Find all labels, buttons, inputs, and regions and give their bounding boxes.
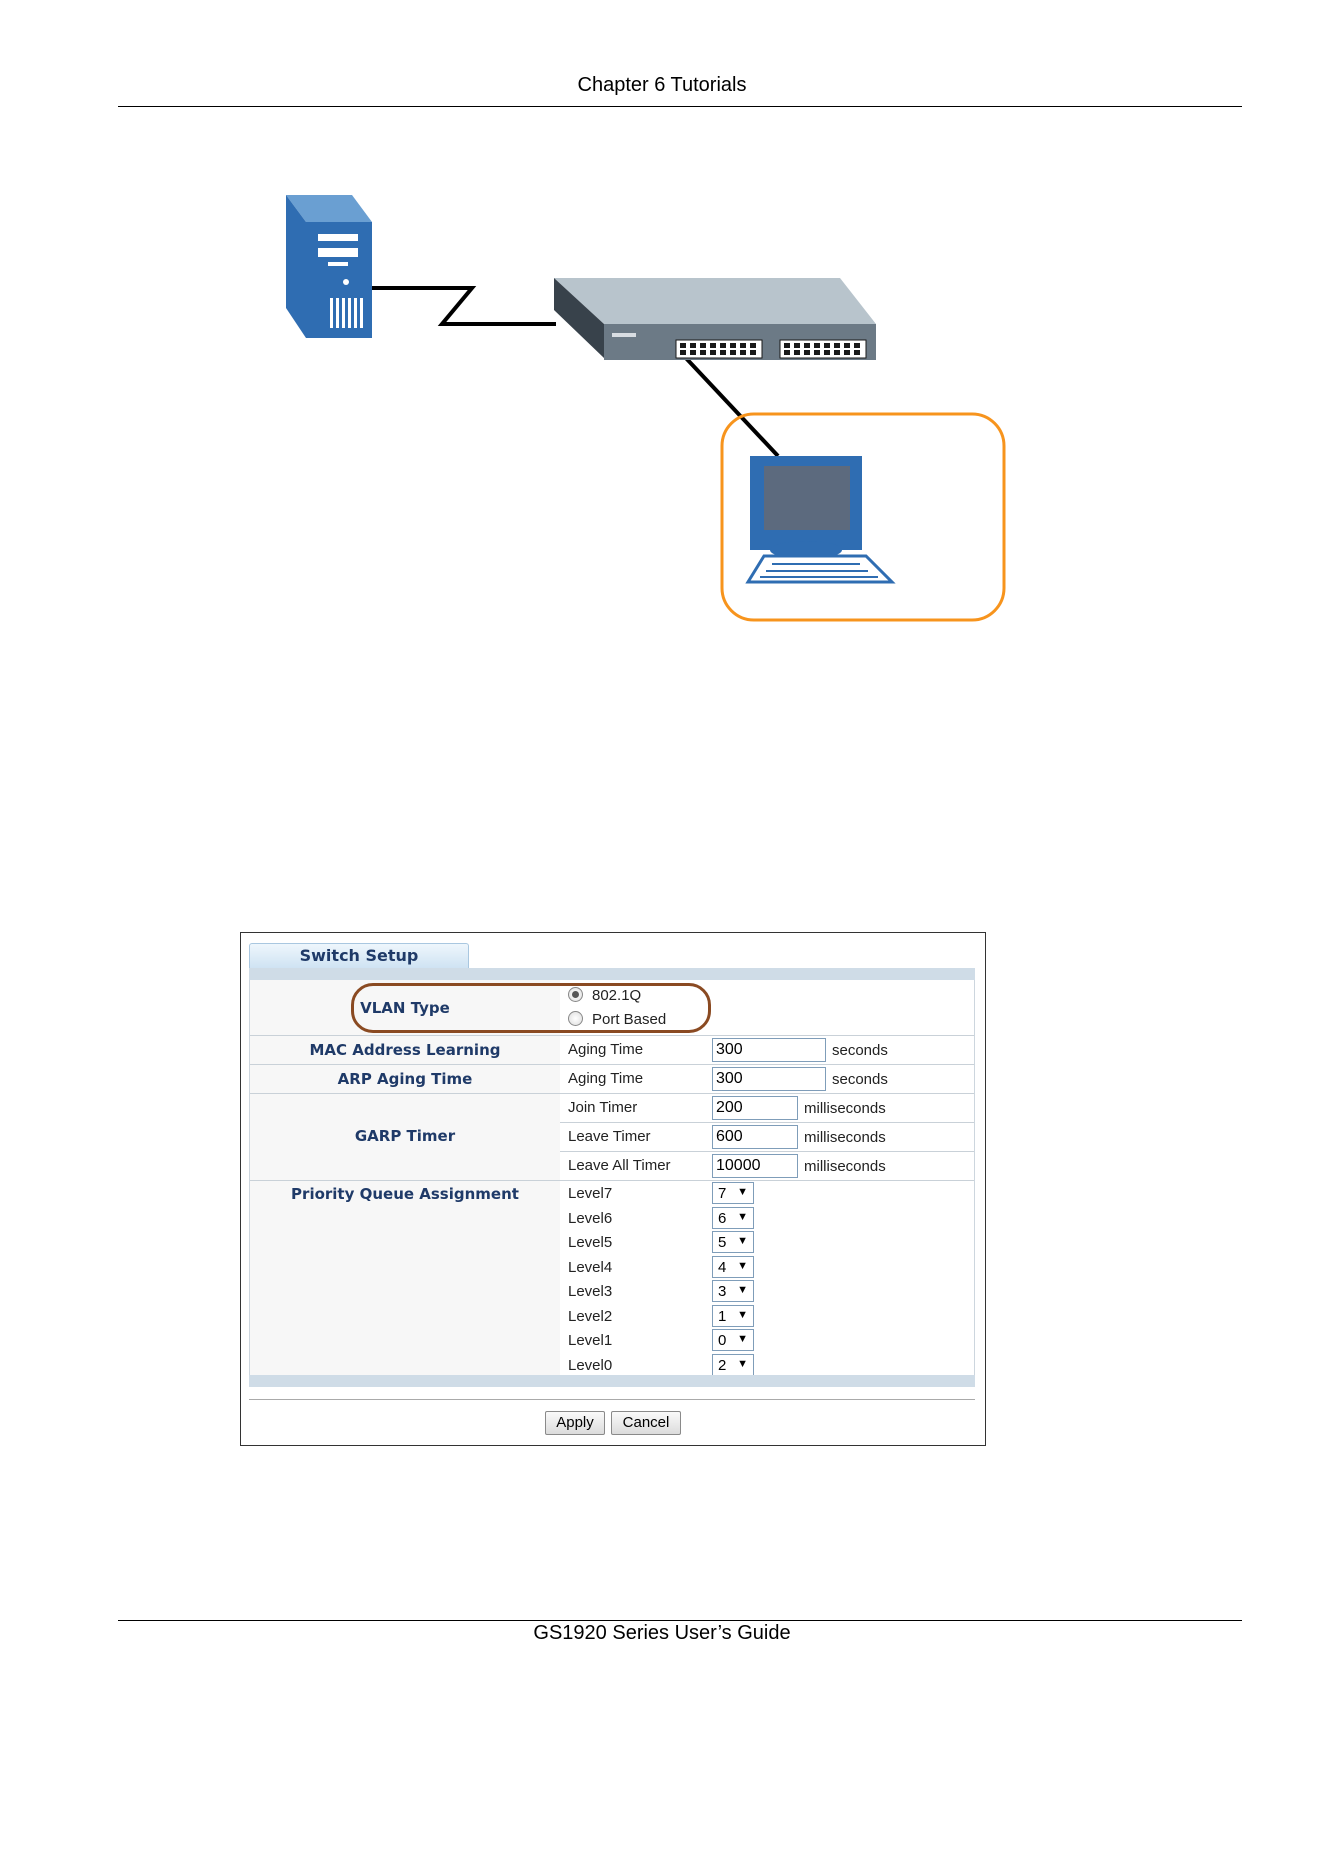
mac-aging-time-input[interactable]: [712, 1038, 826, 1062]
vlan-type-row: VLAN Type 802.1Q Port Based: [250, 980, 974, 1036]
leave-all-timer-label: Leave All Timer: [568, 1157, 671, 1174]
radio-port-based[interactable]: Port Based: [568, 1011, 666, 1028]
footer-band: [249, 1375, 975, 1387]
dropdown-arrow-icon[interactable]: ▼: [737, 1210, 748, 1223]
priority-level-label: Level1: [568, 1332, 613, 1349]
priority-level-select[interactable]: 2▼: [712, 1353, 754, 1376]
switch-icon: [554, 278, 876, 360]
tab-switch-setup[interactable]: Switch Setup: [249, 943, 469, 968]
mac-learning-row: MAC Address Learning Aging Time seconds: [250, 1036, 974, 1065]
priority-level-select[interactable]: 6▼: [712, 1206, 754, 1229]
dropdown-arrow-icon[interactable]: ▼: [737, 1235, 748, 1247]
vlan-type-highlight: [351, 983, 711, 1033]
mac-aging-time-label: Aging Time: [568, 1041, 644, 1058]
leave-all-timer-row: Leave All Timer milliseconds: [560, 1152, 974, 1180]
arp-aging-label: ARP Aging Time: [337, 1070, 473, 1088]
priority-level-value: 2: [718, 1356, 727, 1374]
priority-level-label: Level2: [568, 1307, 613, 1325]
arp-aging-time-label: Aging Time: [568, 1070, 644, 1087]
priority-level-value: 0: [718, 1332, 727, 1349]
arp-aging-unit: seconds: [832, 1071, 888, 1088]
page-footer: GS1920 Series User’s Guide: [533, 1622, 791, 1644]
join-timer-label: Join Timer: [568, 1099, 638, 1116]
priority-level-value: 5: [718, 1234, 727, 1251]
dropdown-arrow-icon[interactable]: ▼: [737, 1284, 748, 1296]
dropdown-arrow-icon[interactable]: ▼: [737, 1259, 748, 1272]
radio-802-1q-label: 802.1Q: [592, 987, 642, 1004]
footer-rule: [118, 1620, 1242, 1621]
priority-level-value: 1: [718, 1307, 727, 1325]
priority-level-select[interactable]: 7▼: [712, 1182, 754, 1204]
priority-level-value: 7: [718, 1185, 727, 1202]
computer-icon: [745, 456, 896, 584]
header-rule: [118, 106, 1242, 107]
page-header: Chapter 6 Tutorials: [577, 74, 747, 96]
garp-timer-row: GARP Timer Join Timer milliseconds Leave…: [250, 1094, 974, 1181]
switch-setup-screen: Switch Setup VLAN Type 802.1Q Port Based…: [240, 932, 986, 1446]
priority-level-label: Level6: [568, 1209, 613, 1227]
priority-level-value: 6: [718, 1209, 727, 1227]
server-icon: [286, 195, 372, 338]
radio-selected-icon[interactable]: [568, 987, 583, 1002]
join-timer-row: Join Timer milliseconds: [560, 1094, 974, 1123]
dropdown-arrow-icon[interactable]: ▼: [737, 1308, 748, 1321]
apply-button[interactable]: Apply: [545, 1411, 605, 1435]
radio-802-1q[interactable]: 802.1Q: [568, 987, 641, 1004]
priority-level-value: 3: [718, 1283, 727, 1300]
priority-level-label: Level7: [568, 1185, 613, 1202]
dropdown-arrow-icon[interactable]: ▼: [737, 1186, 748, 1198]
cancel-button[interactable]: Cancel: [611, 1411, 681, 1435]
garp-timer-label: GARP Timer: [354, 1127, 456, 1145]
mac-aging-unit: seconds: [832, 1042, 888, 1059]
arp-aging-time-input[interactable]: [712, 1067, 826, 1091]
leave-all-timer-unit: milliseconds: [804, 1158, 886, 1175]
computer-highlight: [720, 412, 1006, 622]
priority-level-select[interactable]: 3▼: [712, 1280, 754, 1302]
vlan-type-label: VLAN Type: [360, 999, 450, 1017]
button-divider: [249, 1399, 975, 1400]
leave-timer-unit: milliseconds: [804, 1129, 886, 1146]
join-timer-unit: milliseconds: [804, 1100, 886, 1117]
arp-aging-row: ARP Aging Time Aging Time seconds: [250, 1065, 974, 1094]
switch-computer-cable: [682, 354, 780, 458]
network-diagram: [286, 195, 1006, 622]
dropdown-arrow-icon[interactable]: ▼: [737, 1333, 748, 1345]
header-band: [249, 968, 975, 980]
leave-all-timer-input[interactable]: [712, 1154, 798, 1178]
switch-setup-form: VLAN Type 802.1Q Port Based MAC Address …: [249, 980, 975, 1379]
leave-timer-input[interactable]: [712, 1125, 798, 1149]
priority-level-label: Level3: [568, 1283, 613, 1300]
mac-learning-label: MAC Address Learning: [309, 1041, 501, 1059]
priority-level-label: Level0: [568, 1356, 613, 1374]
priority-level-select[interactable]: 0▼: [712, 1329, 754, 1351]
leave-timer-label: Leave Timer: [568, 1128, 651, 1145]
leave-timer-row: Leave Timer milliseconds: [560, 1123, 974, 1152]
priority-level-label: Level5: [568, 1234, 613, 1251]
dropdown-arrow-icon[interactable]: ▼: [737, 1357, 748, 1370]
priority-level-select[interactable]: 1▼: [712, 1304, 754, 1327]
server-switch-cable: [370, 286, 556, 326]
priority-level-value: 4: [718, 1258, 727, 1276]
priority-level-label: Level4: [568, 1258, 613, 1276]
priority-queue-label: Priority Queue Assignment: [291, 1185, 519, 1203]
radio-port-based-label: Port Based: [592, 1011, 667, 1028]
priority-level-select[interactable]: 5▼: [712, 1231, 754, 1253]
join-timer-input[interactable]: [712, 1096, 798, 1120]
radio-unselected-icon[interactable]: [568, 1011, 583, 1026]
priority-level-select[interactable]: 4▼: [712, 1255, 754, 1278]
